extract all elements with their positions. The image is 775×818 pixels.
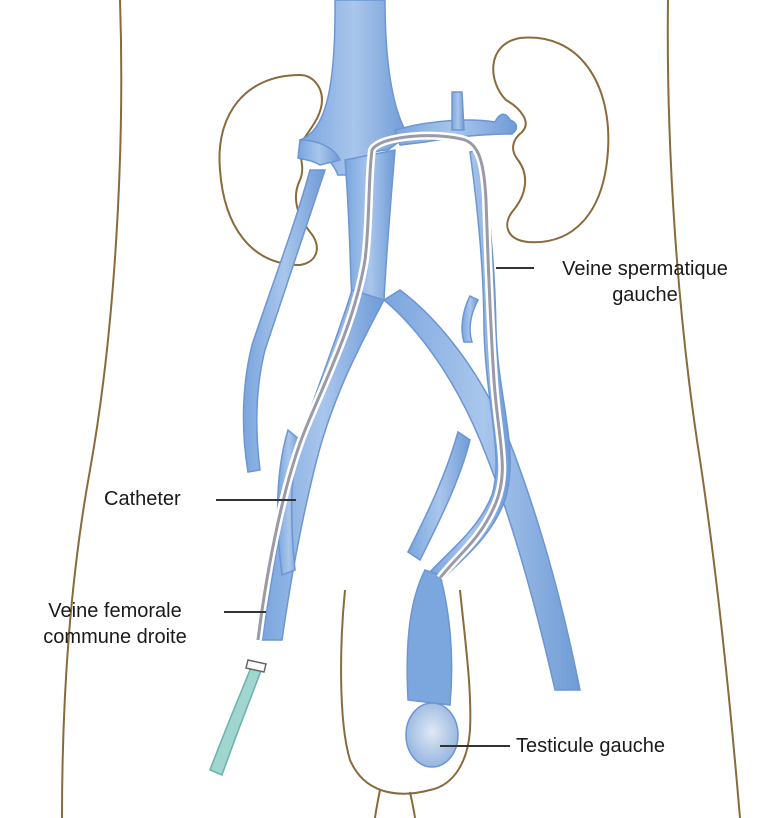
body-outline-right [668, 0, 740, 818]
label-testicule: Testicule gauche [516, 733, 665, 759]
right-kidney [219, 75, 322, 265]
label-catheter: Catheter [104, 486, 181, 512]
left-testicle [406, 703, 458, 767]
label-veine-femorale-line2: commune droite [8, 624, 222, 650]
label-veine-spermatique-line2: gauche [540, 282, 750, 308]
left-small-branch [462, 296, 478, 342]
label-veine-spermatique-line1: Veine spermatique [540, 256, 750, 282]
label-veine-femorale: Veine femorale commune droite [8, 598, 222, 650]
sheath-hub [246, 660, 266, 672]
left-renal-branch [452, 92, 464, 130]
label-veine-femorale-line1: Veine femorale [8, 598, 222, 624]
pampiniform-plexus [407, 570, 452, 705]
left-kidney [493, 38, 608, 243]
external-sheath [210, 665, 262, 775]
body-outline-left [62, 0, 121, 818]
label-veine-spermatique: Veine spermatique gauche [540, 256, 750, 308]
